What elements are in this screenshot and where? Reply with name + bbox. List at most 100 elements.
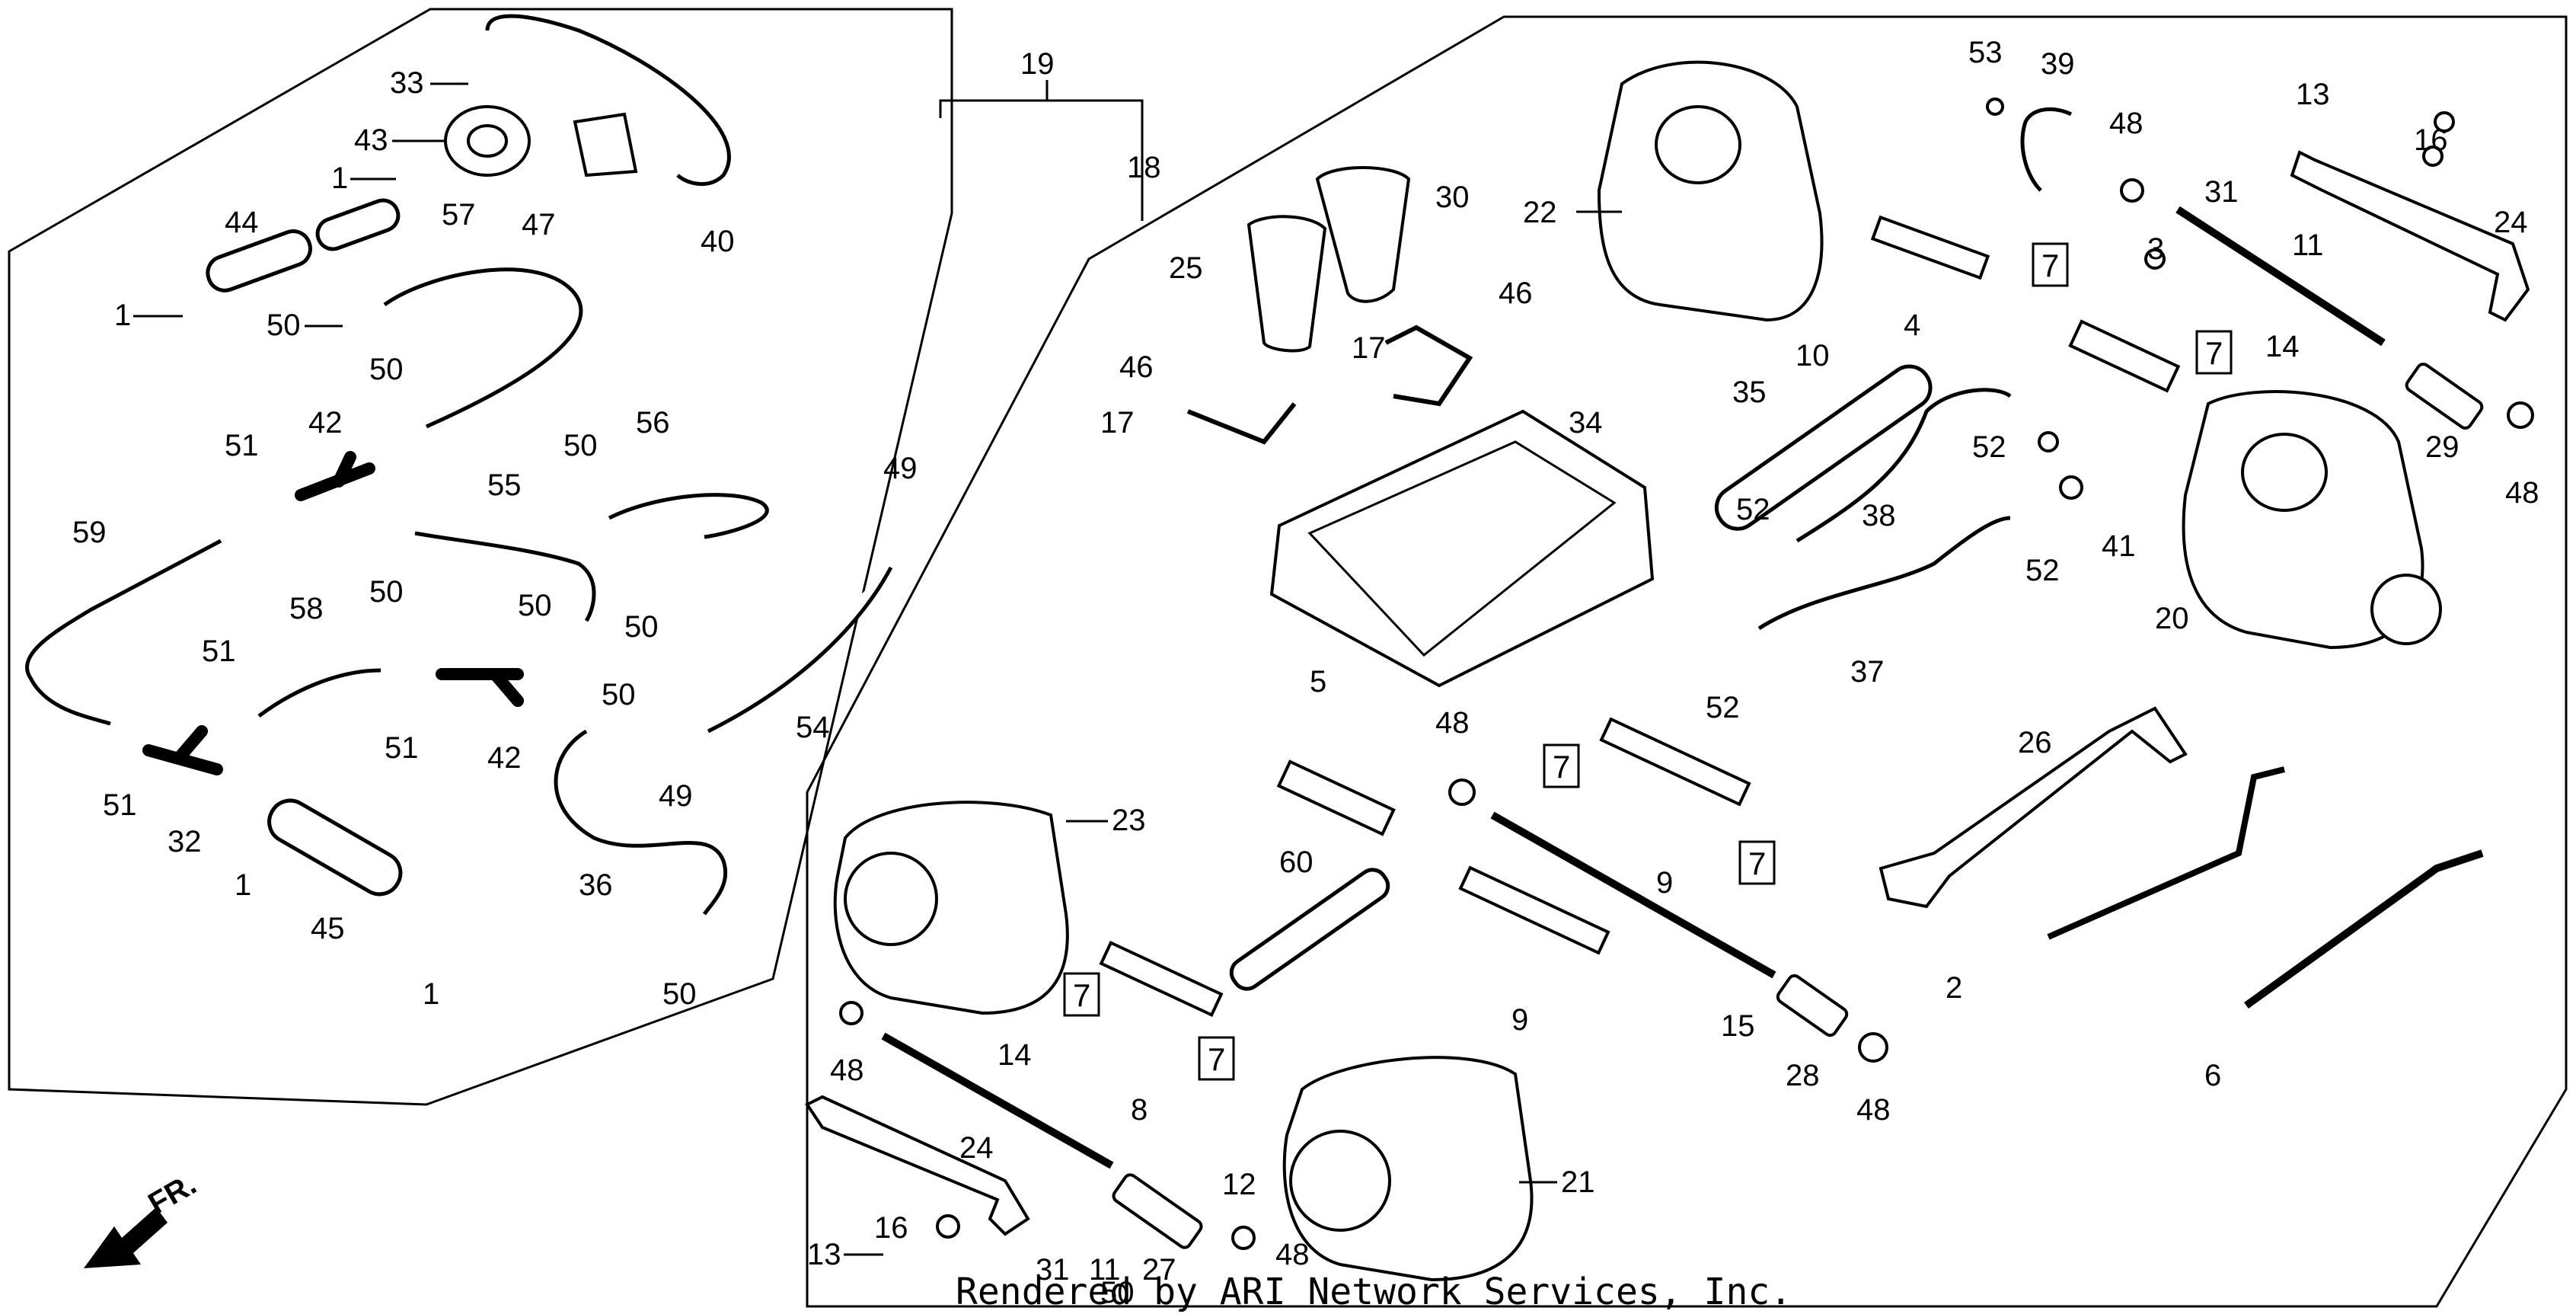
hose-56: [608, 493, 769, 539]
box-label: 7: [1748, 846, 1766, 881]
callout: 50: [369, 575, 404, 609]
callout: 50: [518, 589, 552, 622]
callout: 39: [2041, 47, 2075, 81]
callout: 48: [2109, 107, 2143, 140]
hose-44: [206, 229, 312, 293]
bracket-47-part: [573, 112, 638, 177]
callout: 51: [225, 429, 259, 462]
callout: 52: [1706, 691, 1740, 724]
callout: 58: [289, 592, 324, 625]
hose-44b: [315, 198, 401, 251]
callout: 13: [2296, 78, 2330, 111]
callout: 47: [522, 208, 556, 241]
hose-55: [414, 531, 596, 622]
pipe-4: [1870, 215, 1990, 280]
callout: 1: [235, 868, 251, 902]
callout: 21: [1561, 1165, 1595, 1199]
pipe-27: [1112, 1173, 1203, 1249]
callout: 52: [1972, 430, 2006, 464]
stay-17b: [1384, 325, 1473, 407]
bracket-24b: [805, 1095, 1030, 1236]
callout: 52: [2025, 554, 2060, 587]
callout: 29: [2425, 430, 2459, 464]
callout: 4: [1904, 309, 1920, 342]
callout: 22: [1523, 196, 1557, 229]
callout: 27: [1142, 1253, 1176, 1287]
callout: 23: [1112, 804, 1146, 837]
callout: 46: [1499, 277, 1533, 310]
callout: 18: [1127, 151, 1161, 184]
callout: 28: [1786, 1059, 1820, 1092]
callout: 19: [1020, 47, 1055, 81]
small-fittings: [839, 98, 2534, 1250]
chamber-34: [1269, 409, 1655, 688]
hose-39: [2020, 107, 2073, 192]
callout: 33: [390, 66, 424, 100]
shaft-14a: [2175, 206, 2386, 347]
callout: 54: [796, 711, 830, 744]
callout: 9: [1656, 866, 1673, 900]
callout: 37: [1850, 655, 1885, 689]
bracket-19: [939, 99, 1144, 221]
callout: 17: [1100, 406, 1135, 440]
pipe-9b: [1458, 865, 1610, 955]
callout: 14: [998, 1038, 1032, 1072]
callout: 49: [883, 452, 918, 485]
callout: 24: [2494, 206, 2528, 239]
callout: 38: [1862, 499, 1896, 532]
hose-35: [1714, 364, 1933, 531]
callout: 59: [72, 516, 107, 549]
pipe-3: [2068, 319, 2181, 393]
callout: 16: [874, 1211, 908, 1245]
callout: 31: [1036, 1253, 1070, 1287]
callout: 34: [1569, 406, 1603, 440]
callout: 15: [1721, 1009, 1755, 1043]
callout: 6: [2204, 1059, 2221, 1092]
callout: 46: [1119, 350, 1154, 384]
callout: 50: [267, 309, 301, 342]
callout: 13: [807, 1238, 841, 1271]
hose-38: [1796, 388, 2012, 543]
callout: 49: [659, 779, 693, 813]
hose-36: [554, 729, 728, 916]
pipe-28: [1776, 974, 1849, 1037]
front-arrow: FR.: [84, 1167, 202, 1268]
hose-40: [485, 14, 731, 187]
callout: 51: [385, 731, 419, 765]
callout: 48: [1435, 706, 1470, 740]
hose-59: [25, 539, 222, 726]
callout: 20: [2155, 602, 2189, 635]
hose-58: [257, 668, 381, 718]
link-6: [2244, 849, 2484, 1009]
callout: 60: [1279, 846, 1314, 879]
callout: 32: [168, 825, 202, 858]
callout: 11: [1089, 1253, 1121, 1287]
callout: 14: [2265, 330, 2300, 363]
pipe-9a: [1599, 717, 1751, 807]
callout: 40: [701, 225, 735, 258]
stay-17a: [1186, 402, 1297, 445]
callout: 55: [487, 468, 522, 502]
callout: 53: [1968, 36, 2003, 69]
callout: 57: [442, 198, 476, 232]
callout: 50: [624, 610, 659, 644]
callout: 50: [602, 678, 636, 711]
callout: 52: [1736, 493, 1770, 526]
funnel-25: [1247, 215, 1327, 353]
funnel-30: [1315, 166, 1411, 303]
pipe-5: [1276, 759, 1396, 836]
callout: 1: [114, 299, 131, 332]
box-label: 7: [2205, 335, 2223, 371]
callout: 44: [225, 206, 259, 239]
callout: 50: [1100, 1276, 1135, 1309]
callout: 31: [2204, 175, 2239, 209]
callout: 16: [2414, 123, 2448, 157]
bracket-26: [1879, 706, 2188, 909]
callout: 36: [579, 868, 613, 902]
callout: 5: [1310, 665, 1326, 699]
callout: 25: [1169, 251, 1203, 285]
callout: 56: [636, 406, 670, 440]
callout: 3: [2147, 232, 2164, 266]
callout: 50: [369, 353, 404, 386]
callout-labels: 33 43 1 47 40 44 57 1 50 50 51 42 50 56 …: [72, 36, 2539, 1309]
